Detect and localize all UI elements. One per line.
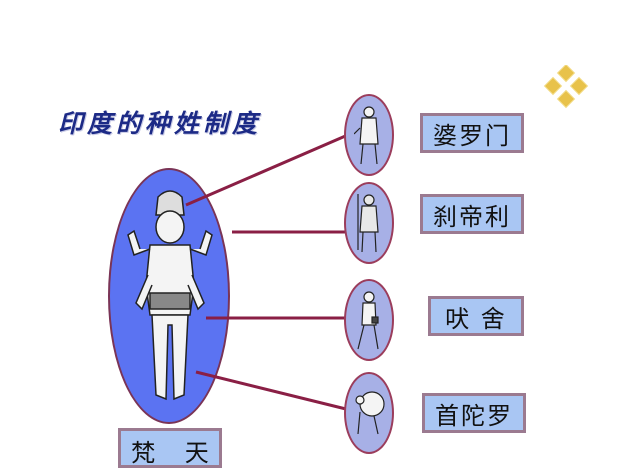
deity-label-brahma: 梵 天 (118, 428, 222, 468)
caste-label-vaishya: 吠 舍 (428, 296, 524, 336)
caste-label-shudra: 首陀罗 (422, 393, 526, 433)
caste-label-brahmin: 婆罗门 (420, 113, 524, 153)
caste-label-kshatriya: 刹帝利 (420, 194, 524, 234)
laborer-figure-icon (355, 391, 385, 435)
diagram-title: 印度的种姓制度 (58, 109, 262, 138)
warrior-figure-icon (357, 194, 379, 253)
priest-figure-icon (354, 106, 379, 165)
brahma-figure-icon (127, 190, 213, 401)
four-gold-diamonds-icon (543, 63, 589, 111)
merchant-figure-icon (357, 291, 379, 350)
